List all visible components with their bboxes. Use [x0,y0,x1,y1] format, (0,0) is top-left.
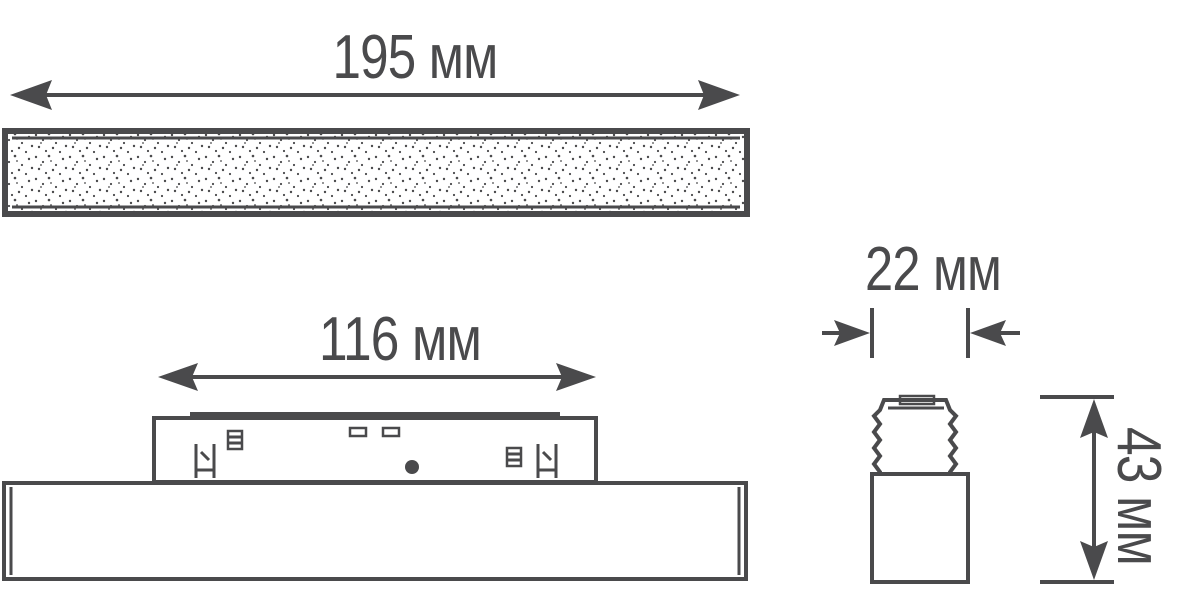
depth-label: 22 мм [865,235,1001,304]
luminaire-body [2,481,748,581]
end-view: 22 мм 43 мм [822,235,1173,584]
height-label: 43 мм [1104,427,1173,565]
side-view: 116 мм [2,305,748,581]
width-mount-dimension-line [158,363,596,391]
width-mount-label: 116 мм [319,305,481,374]
width-top-dimension-line [10,80,740,110]
diffuser-strip [2,128,750,217]
width-top-label: 195 мм [333,23,498,92]
height-dimension-line [1040,395,1114,584]
depth-dimension-line [822,308,1020,358]
end-profile [870,394,970,584]
top-view: 195 мм [2,23,750,217]
mounting-block [152,412,598,484]
